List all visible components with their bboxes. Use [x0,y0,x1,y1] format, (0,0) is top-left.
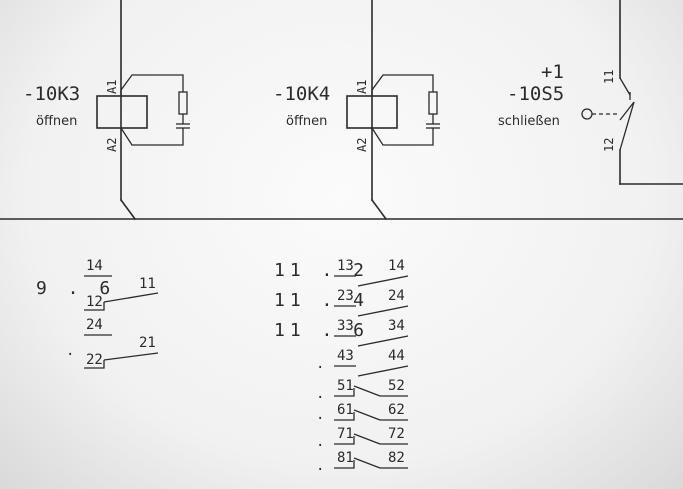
switch-s5: +1 -10S5 schließen 11 12 [498,61,635,152]
relay-k3-tag: -10K3 [23,83,80,105]
contact-k4-ref-1: 11 . 2 [274,260,369,281]
contact-k4-blade-43 [357,365,409,377]
contact-k3-reference: 9 . 6 [36,278,115,299]
contact-k3-blade-1 [103,292,159,303]
relay-k3-pin-a1: A1 [105,80,119,94]
contact-k4-72: 72 [388,426,405,442]
switch-s5-function: schließen [498,114,560,129]
contact-k4-ref-2: 11 . 4 [274,290,369,311]
relay-k4-tag: -10K4 [273,83,330,105]
contact-k4-ref-7: . [316,434,324,450]
contact-k3-blade-2 [103,352,159,361]
relay-k4-pin-a1: A1 [355,80,369,94]
wire-k3-junction [119,198,137,221]
contact-table-k4: 11 . 2 11 . 4 11 . 6 . . . . . 13 14 23 … [274,258,409,474]
contact-k4-44: 44 [388,348,405,364]
contact-k4-blade-23 [357,305,409,317]
relay-k3-coil [96,95,148,129]
switch-s5-pin-11: 11 [602,70,616,84]
contact-k4-62: 62 [388,402,405,418]
contact-k4-ref-8: . [316,458,324,474]
relay-k3-pin-a2: A2 [105,138,119,152]
contact-k3-22: 22 [86,352,103,368]
contact-k4-ref-6: . [316,407,324,423]
contact-k4-33: 33 [337,318,354,334]
contact-k4-stub-51 [334,388,355,397]
contact-k4-61: 61 [337,402,354,418]
contact-k4-stub-81 [334,460,355,469]
relay-k3-rc-top [120,74,184,96]
contact-k4-14: 14 [388,258,405,274]
contact-k4-24: 24 [388,288,405,304]
contact-k4-blade-13 [357,275,409,287]
wire-k4-junction [370,198,388,221]
relay-k3-function: öffnen [36,114,77,129]
contact-k3-stub-12 [84,302,105,311]
contact-k3-stub-22 [84,360,105,369]
contact-k4-ref-4: . [316,356,324,372]
switch-s5-contact [619,101,635,151]
contact-k4-51: 51 [337,378,354,394]
relay-k3-rc-bottom [120,127,184,146]
contact-k4-34: 34 [388,318,405,334]
contact-k4-71: 71 [337,426,354,442]
relay-k4-resistor [428,91,438,115]
contact-k3-14: 14 [86,258,103,274]
relay-k4-rc-top [371,74,434,96]
contact-k3-11: 11 [139,276,156,292]
contact-k3-21: 21 [139,335,156,351]
contact-k4-52: 52 [388,378,405,394]
contact-k4-13: 13 [337,258,354,274]
relay-k4-rc-bottom [371,127,434,146]
relay-k4-pin-a2: A2 [355,138,369,152]
contact-k4-ref-5: . [316,386,324,402]
contact-k4-81: 81 [337,450,354,466]
contact-k4-blade-51 [353,385,381,397]
contact-table-k3: 9 . 6 14 12 11 24 . 22 21 [36,258,159,369]
contact-k3-24: 24 [86,317,103,333]
relay-k4: -10K4 öffnen A1 A2 [273,74,440,152]
contact-k4-blade-33 [357,335,409,347]
relay-k4-function: öffnen [286,114,327,129]
contact-k3-dot: . [66,343,74,359]
switch-s5-tag: -10S5 [507,83,564,105]
contact-k4-blade-81 [353,457,381,469]
relay-k3-resistor [178,91,188,115]
contact-k4-stub-61 [334,412,355,421]
contact-k3-12: 12 [86,294,103,310]
contact-k4-82: 82 [388,450,405,466]
switch-s5-blade [619,77,631,96]
contact-k4-43: 43 [337,348,354,364]
relay-k3: -10K3 öffnen A1 A2 [23,74,190,152]
contact-k4-stub-71 [334,436,355,445]
switch-s5-location: +1 [541,61,564,83]
switch-s5-pin-12: 12 [602,138,616,152]
contact-k4-ref-3: 11 . 6 [274,320,369,341]
contact-k4-blade-71 [353,433,381,445]
contact-k4-blade-61 [353,409,381,421]
contact-k4-23: 23 [337,288,354,304]
wiring [0,0,683,221]
switch-s5-actuator [581,108,593,120]
